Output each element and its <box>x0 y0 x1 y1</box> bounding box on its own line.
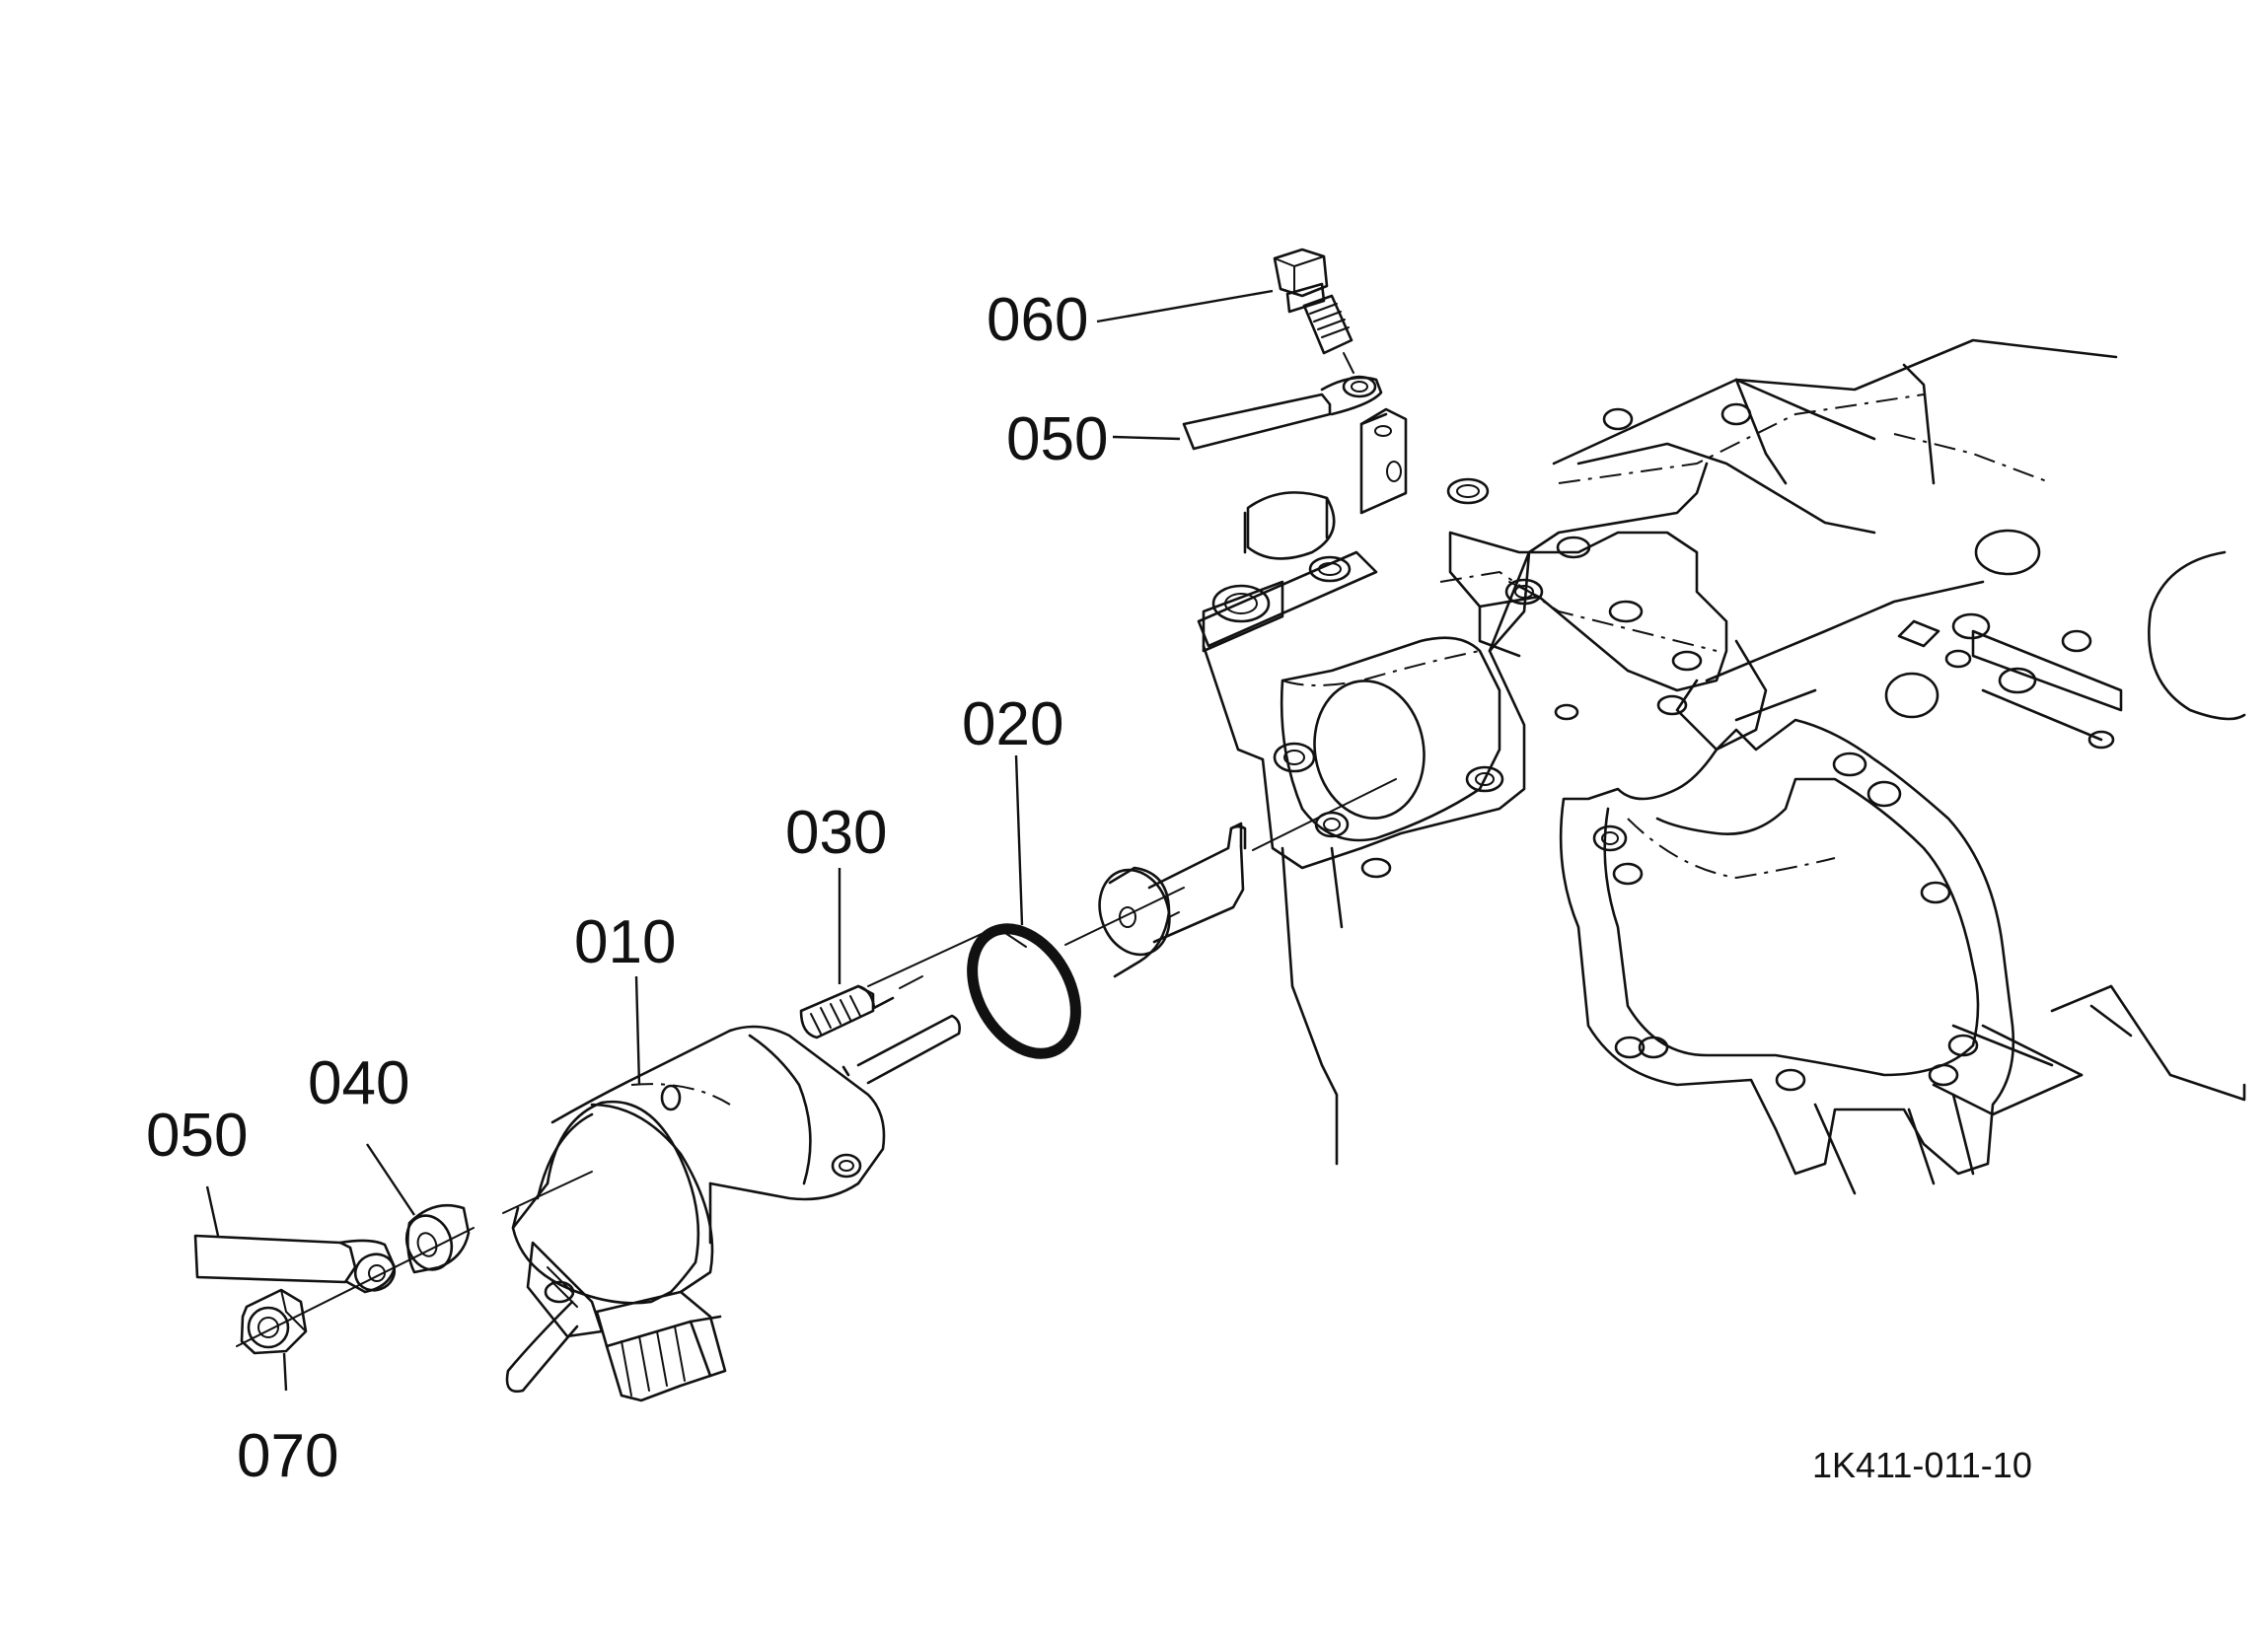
stop-solenoid-010 <box>505 1014 961 1402</box>
callout-050-top: 050 <box>1006 405 1108 473</box>
o-ring-020 <box>967 923 1081 1059</box>
callout-labels: 060 050 020 030 010 040 050 070 <box>146 286 1108 1490</box>
callout-040: 040 <box>308 1049 409 1117</box>
terminal-lead-050-left <box>193 1234 397 1294</box>
bolt-060 <box>1273 248 1354 374</box>
terminal-lead-050-top <box>1182 375 1383 451</box>
drawing-number: 1K411-011-10 <box>1812 1445 2032 1485</box>
leader-lines <box>205 289 1274 1392</box>
callout-020: 020 <box>962 690 1063 758</box>
plunger-rod-assembly <box>1098 822 1247 978</box>
engine-gear-case <box>1197 338 2246 1195</box>
callout-030: 030 <box>785 799 887 867</box>
callout-070: 070 <box>237 1422 338 1490</box>
stud-030 <box>799 975 923 1039</box>
nut-070 <box>240 1288 308 1355</box>
callout-050-left: 050 <box>146 1102 248 1170</box>
callout-010: 010 <box>574 908 676 976</box>
washer-040 <box>404 1203 471 1274</box>
callout-060: 060 <box>987 286 1088 354</box>
